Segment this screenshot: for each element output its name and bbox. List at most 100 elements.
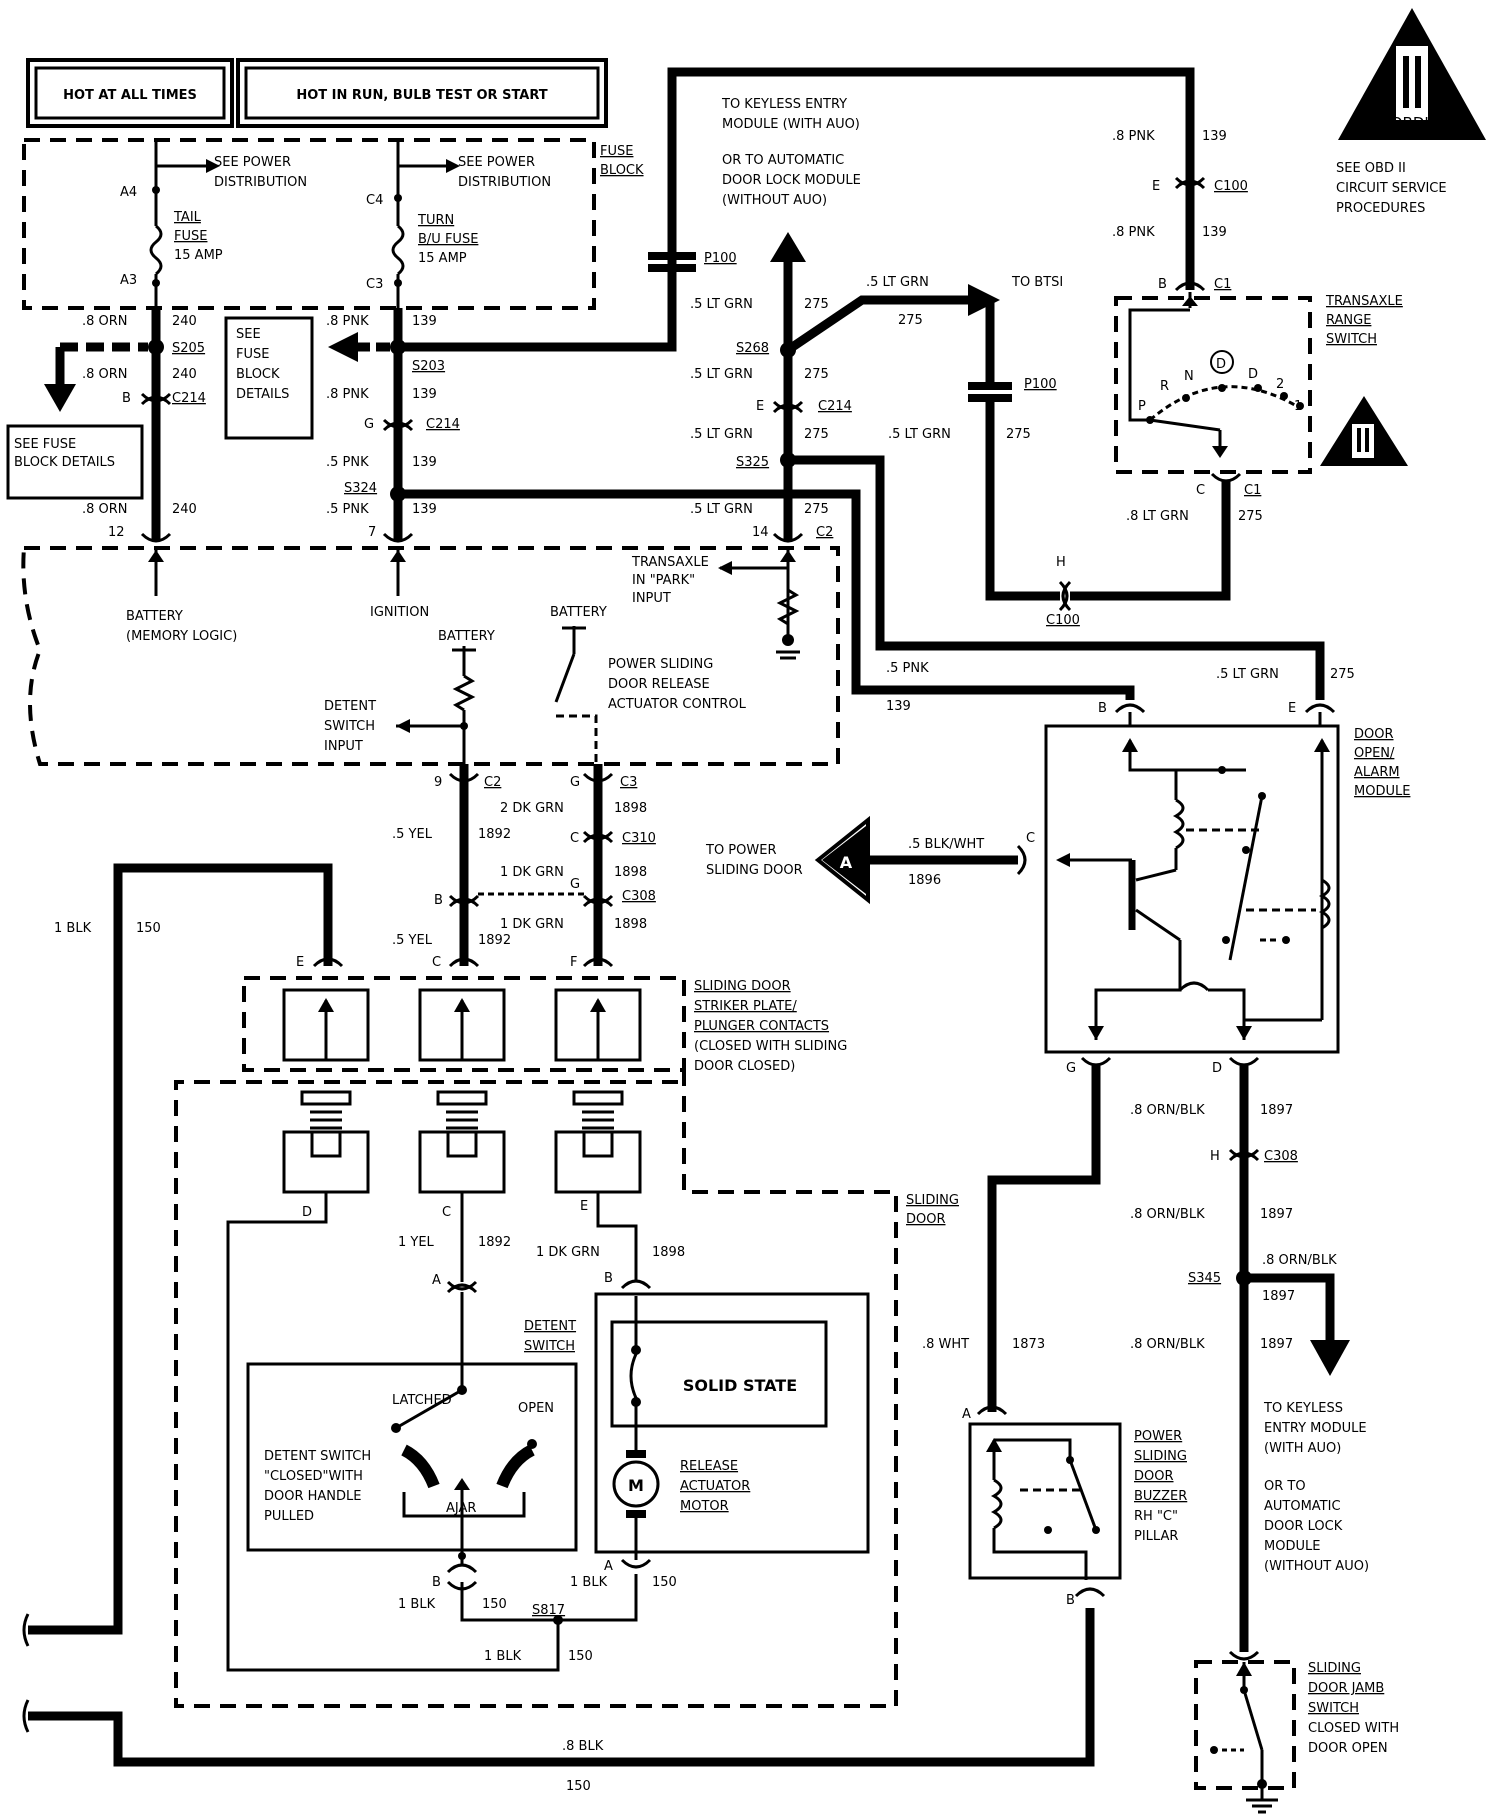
wire-label-pnk-tr1: .8 PNK bbox=[1112, 129, 1155, 144]
conn-c214-left: C214 bbox=[172, 391, 206, 406]
pin-h-c308: H bbox=[1210, 1149, 1220, 1164]
wire-label-yel-1: .5 YEL bbox=[392, 827, 433, 842]
see-fuse-mid-2: FUSE bbox=[236, 347, 269, 362]
conn-c100-mid: C100 bbox=[1046, 613, 1080, 628]
pin-b-c1: B bbox=[1158, 277, 1167, 292]
hot-at-all-times-label: HOT AT ALL TIMES bbox=[63, 88, 197, 103]
turn-fuse-1: TURN bbox=[417, 213, 454, 228]
wire-label-dkgrn1-3: 1 DK GRN bbox=[536, 1245, 600, 1260]
keyless-top-2: MODULE (WITH AUO) bbox=[722, 117, 860, 132]
pin-b-detent-bottom: B bbox=[432, 1575, 441, 1590]
ignition-input: IGNITION bbox=[370, 605, 429, 620]
pin-g-door-bottom: G bbox=[1066, 1061, 1076, 1076]
keyless-top-1: TO KEYLESS ENTRY bbox=[721, 97, 847, 112]
pin-e-c214-right: E bbox=[756, 399, 764, 414]
wire-label-pnk-1: .8 PNK bbox=[326, 314, 369, 329]
conn-c310: C310 bbox=[622, 831, 656, 846]
pin-c-c1: C bbox=[1196, 483, 1205, 498]
pin-c-c310: C bbox=[570, 831, 579, 846]
buzzer-box bbox=[968, 1422, 1122, 1580]
transaxle-label-3: SWITCH bbox=[1326, 332, 1377, 347]
pin-c-striker: C bbox=[432, 955, 441, 970]
transaxle-label-2: RANGE bbox=[1326, 313, 1371, 328]
wire-label-yel1: 1 YEL bbox=[398, 1235, 435, 1250]
detent-desc-2: "CLOSED"WITH bbox=[264, 1469, 363, 1484]
obd-logo: OBDII bbox=[1338, 8, 1486, 140]
jamb-label-5: DOOR OPEN bbox=[1308, 1741, 1388, 1756]
jamb-label-1: SLIDING bbox=[1308, 1661, 1361, 1676]
obd-logo-small bbox=[1320, 396, 1408, 466]
conn-c214-right: C214 bbox=[818, 399, 852, 414]
detent-input-3: INPUT bbox=[324, 739, 363, 754]
psd-control-2: DOOR RELEASE bbox=[608, 677, 710, 692]
wire-150-bottom bbox=[28, 1608, 1095, 1767]
pin-a4: A4 bbox=[120, 185, 137, 200]
keyless-bottom-9: (WITHOUT AUO) bbox=[1264, 1559, 1369, 1574]
pin-12: 12 bbox=[108, 525, 125, 540]
detent-input-1: DETENT bbox=[324, 699, 376, 714]
tail-fuse-1: TAIL bbox=[173, 210, 202, 225]
striker-label-2: STRIKER PLATE/ bbox=[694, 999, 797, 1014]
jamb-label-3: SWITCH bbox=[1308, 1701, 1359, 1716]
striker-label-4: (CLOSED WITH SLIDING bbox=[694, 1039, 847, 1054]
release-label-3: MOTOR bbox=[680, 1499, 729, 1514]
pin-c-plunger: C bbox=[442, 1205, 451, 1220]
keyless-bottom-3: (WITH AUO) bbox=[1264, 1441, 1341, 1456]
wire-label-ltgrn8: .8 LT GRN bbox=[1126, 509, 1189, 524]
detent-desc-1: DETENT SWITCH bbox=[264, 1449, 371, 1464]
striker-label-1: SLIDING DOOR bbox=[694, 979, 791, 994]
fuse-block-label-1: FUSE bbox=[600, 144, 633, 159]
open-label: OPEN bbox=[518, 1401, 554, 1416]
pin-g-c3: G bbox=[570, 775, 580, 790]
release-motor-symbol bbox=[612, 1460, 660, 1508]
see-fuse-left-2: BLOCK DETAILS bbox=[14, 455, 115, 470]
park-input-3: INPUT bbox=[632, 591, 671, 606]
wire-num-275-1: 275 bbox=[804, 297, 829, 312]
wire-label-orn-2: .8 ORN bbox=[82, 367, 128, 382]
detent-switch-label-1: DETENT bbox=[524, 1319, 576, 1334]
pin-h-c100: H bbox=[1056, 555, 1066, 570]
pos-2: 2 bbox=[1276, 377, 1284, 392]
pin-f-striker: F bbox=[570, 955, 577, 970]
buzzer-label-2: SLIDING bbox=[1134, 1449, 1187, 1464]
wire-label-ltgrn-2: .5 LT GRN bbox=[690, 367, 753, 382]
wire-num-1897-3: 1897 bbox=[1262, 1289, 1295, 1304]
tail-fuse-3: 15 AMP bbox=[174, 248, 223, 263]
control-module-outline bbox=[21, 546, 840, 766]
detent-desc-4: PULLED bbox=[264, 1509, 314, 1524]
wire-num-139-3: 139 bbox=[412, 455, 437, 470]
splice-s817: S817 bbox=[532, 1603, 565, 1618]
sliding-door-label-2: DOOR bbox=[906, 1212, 946, 1227]
wire-num-240-2: 240 bbox=[172, 367, 197, 382]
pin-7: 7 bbox=[368, 525, 376, 540]
conn-c214-mid: C214 bbox=[426, 417, 460, 432]
park-input-1: TRANSAXLE bbox=[631, 555, 709, 570]
see-fuse-mid-1: SEE bbox=[236, 327, 261, 342]
wire-num-275-btsi: 275 bbox=[898, 313, 923, 328]
detent-desc-3: DOOR HANDLE bbox=[264, 1489, 362, 1504]
park-input-2: IN "PARK" bbox=[632, 573, 695, 588]
pin-e-door: E bbox=[1288, 701, 1296, 716]
wire-label-ornblk-1: .8 ORN/BLK bbox=[1130, 1103, 1205, 1118]
buzzer-label-5: RH "C" bbox=[1134, 1509, 1178, 1524]
turn-fuse-symbol bbox=[391, 224, 405, 276]
jamb-switch-outline bbox=[1194, 1660, 1296, 1790]
header-hot-at-all-times: HOT AT ALL TIMES bbox=[26, 58, 234, 128]
pin-b-buzzer: B bbox=[1066, 1593, 1075, 1608]
pos-d: D bbox=[1248, 367, 1258, 382]
pin-e-c100-tr: E bbox=[1152, 179, 1160, 194]
pin-9: 9 bbox=[434, 775, 442, 790]
conn-c2-top: C2 bbox=[816, 525, 833, 540]
detent-switch-box bbox=[246, 1362, 578, 1552]
release-label-2: ACTUATOR bbox=[680, 1479, 750, 1494]
wire-label-blk8: .8 BLK bbox=[562, 1739, 604, 1754]
wire-label-yel-2: .5 YEL bbox=[392, 933, 433, 948]
pin-d-plunger: D bbox=[302, 1205, 312, 1220]
wire-label-blk-3: 1 BLK bbox=[570, 1575, 608, 1590]
pin-c3: C3 bbox=[366, 277, 383, 292]
conn-c100-tr: C100 bbox=[1214, 179, 1248, 194]
splice-s268: S268 bbox=[736, 341, 769, 356]
splice-s203: S203 bbox=[412, 359, 445, 374]
conn-c2-mid: C2 bbox=[484, 775, 501, 790]
